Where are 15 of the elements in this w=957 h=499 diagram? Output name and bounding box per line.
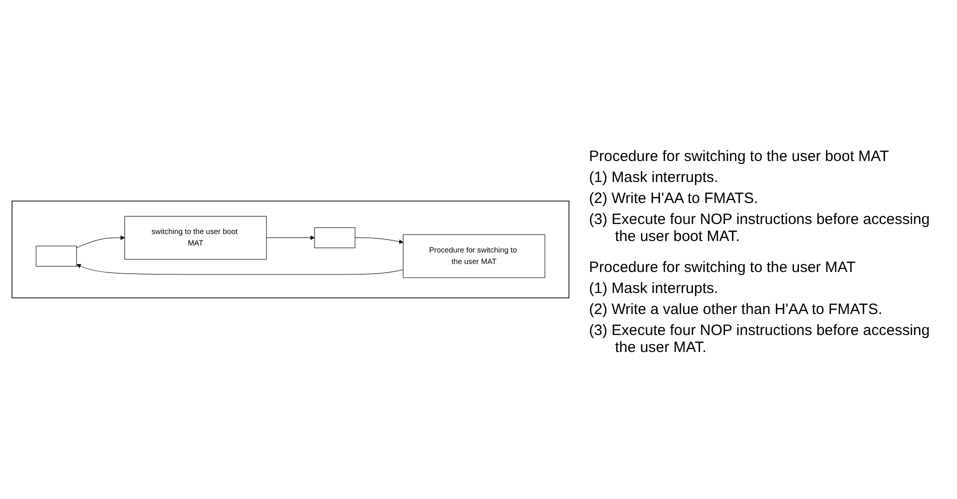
- node-box: [36, 246, 77, 267]
- procedure-heading: Procedure for switching to the user MAT: [589, 258, 856, 276]
- procedure-step: (1) Mask interrupts.: [589, 280, 949, 296]
- procedure-step: (3) Execute four NOP instructions before accessing the user boot MAT.: [589, 210, 949, 244]
- procedure-step: (2) Write H'AA to FMATS.: [589, 190, 949, 206]
- arrow: [76, 264, 404, 275]
- node-box: [314, 227, 356, 248]
- procedure-step: (2) Write a value other than H'AA to FMATS.: [589, 300, 949, 318]
- procedure-step: (1) Mask interrupts.: [589, 168, 949, 186]
- arrow: [76, 236, 125, 248]
- arrow: [354, 238, 404, 244]
- procedure-heading: Procedure for switching to the user boot MAT: [589, 148, 890, 164]
- cluster: [12, 200, 570, 298]
- procedure-step: (3) Execute four NOP instructions before accessing the user MAT.: [589, 322, 949, 356]
- arrow: [266, 236, 315, 240]
